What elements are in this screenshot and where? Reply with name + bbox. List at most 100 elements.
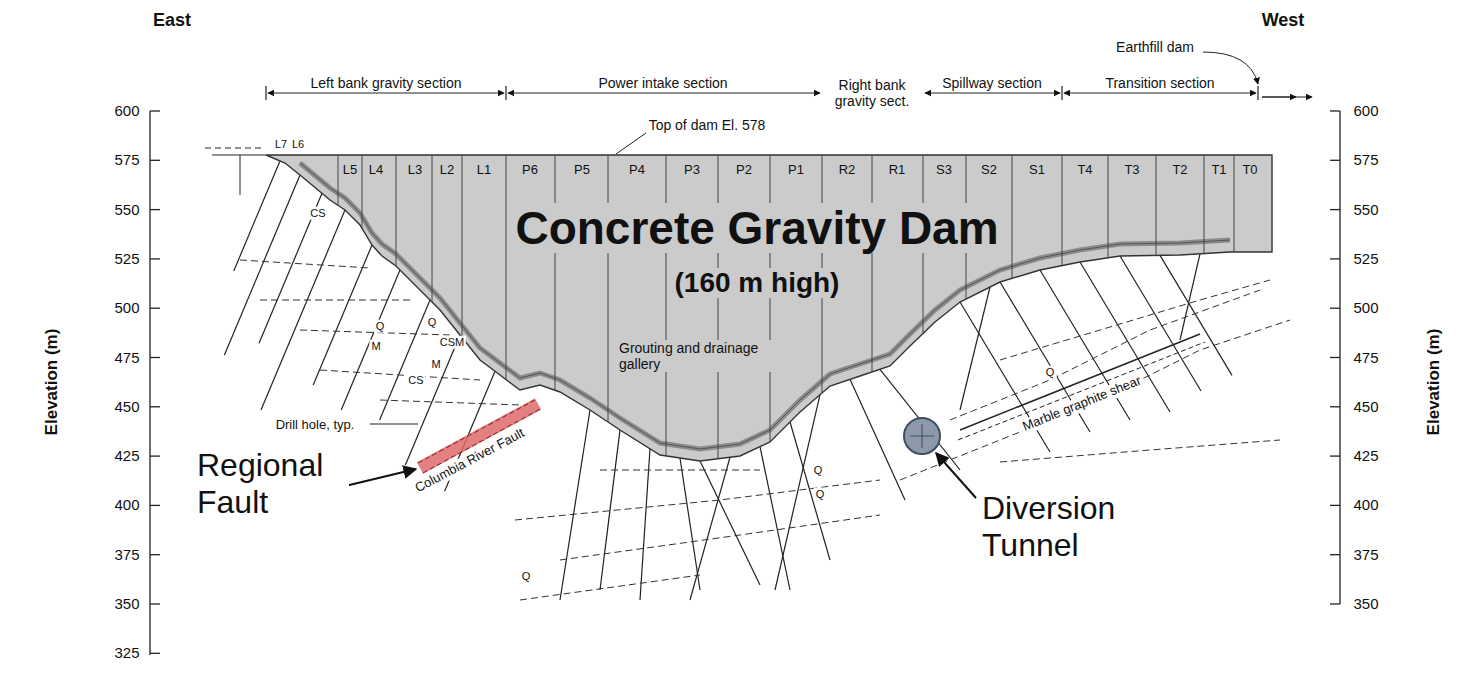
axis-value: 450 xyxy=(114,398,139,415)
axis-tick xyxy=(150,554,160,555)
drill-hole xyxy=(261,210,345,410)
drill-hole xyxy=(690,457,730,600)
axis-value: 500 xyxy=(114,300,139,317)
axis-value: 575 xyxy=(1353,152,1378,169)
monolith-joint xyxy=(506,155,507,380)
drill-hole xyxy=(850,379,905,500)
axis-tick xyxy=(1330,258,1340,259)
axis-tick xyxy=(150,455,160,456)
axis-tick xyxy=(150,357,160,358)
dimension-tick xyxy=(505,86,506,100)
monolith-joint xyxy=(666,155,667,456)
shear-label: Marble graphite shear xyxy=(1019,373,1146,436)
axis-value: 600 xyxy=(114,102,139,119)
rock-code: Q xyxy=(1044,366,1057,379)
drill-hole xyxy=(680,458,700,590)
callout-label: Drill hole, typ. xyxy=(274,418,357,433)
axis-value: 600 xyxy=(1353,102,1378,119)
rock-code: Q xyxy=(426,316,439,329)
dam-title: Concrete Gravity Dam xyxy=(511,203,1002,254)
axis-value: 375 xyxy=(114,546,139,563)
dimension-arrow xyxy=(508,93,820,94)
dimension-arrow xyxy=(1262,97,1296,98)
drill-hole xyxy=(790,422,830,560)
rock-joint xyxy=(600,470,760,471)
callout-label: Grouting and drainage gallery xyxy=(617,340,796,372)
rock-joint xyxy=(380,400,520,405)
monolith-joint xyxy=(1156,155,1157,255)
axis-tick xyxy=(1330,554,1340,555)
axis-value: 525 xyxy=(1353,250,1378,267)
rock-code: Q xyxy=(374,320,387,333)
monolith-joint xyxy=(1062,155,1063,266)
direction-label: East xyxy=(153,10,191,31)
rock-code: CS xyxy=(406,374,425,387)
monolith-number: T1 xyxy=(1211,163,1226,178)
rock-code: Q xyxy=(814,488,827,501)
monolith-number: P3 xyxy=(684,163,700,178)
monolith-joint xyxy=(770,155,771,442)
dimension-tick xyxy=(1061,86,1062,100)
monolith-number: T4 xyxy=(1077,163,1092,178)
rock-code: Q xyxy=(812,464,825,477)
rock-code: Q xyxy=(520,570,533,583)
section-label: Transition section xyxy=(1103,75,1216,91)
direction-label: West xyxy=(1262,10,1305,31)
axis-tick xyxy=(150,209,160,210)
ground-line xyxy=(212,154,266,155)
monolith-number: P5 xyxy=(574,163,590,178)
gallery-line xyxy=(300,163,1230,449)
monolith-joint xyxy=(1012,155,1013,278)
monolith-joint xyxy=(872,155,873,372)
monolith-number: L6 xyxy=(292,138,304,151)
monolith-number: T0 xyxy=(1242,163,1257,178)
axis-tick xyxy=(1330,110,1340,111)
monolith-number: P2 xyxy=(736,163,752,178)
monolith-number: S2 xyxy=(981,163,997,178)
rock-joint xyxy=(515,480,880,520)
monolith-joint xyxy=(362,155,363,228)
dam-body: Concrete Gravity Dam (160 m high) xyxy=(260,148,1280,470)
monolith-number: L1 xyxy=(477,163,491,178)
fault-label: Columbia River Fault xyxy=(411,425,529,497)
axis-tick xyxy=(1330,308,1340,309)
dam-subtitle: (160 m high) xyxy=(671,268,844,299)
monolith-number: P4 xyxy=(629,163,645,178)
monolith-number: L7 xyxy=(275,138,287,151)
shear-zone xyxy=(960,334,1200,430)
monolith-number: L2 xyxy=(440,163,454,178)
leader-line xyxy=(370,424,418,425)
drill-hole xyxy=(234,161,280,271)
axis-tick xyxy=(1330,505,1340,506)
axis-value: 400 xyxy=(114,497,139,514)
monolith-joint xyxy=(555,155,556,390)
dam-section xyxy=(266,155,1272,461)
drill-hole xyxy=(560,410,590,600)
axis-value: 425 xyxy=(1353,447,1378,464)
monolith-joint xyxy=(432,155,433,302)
leader-line xyxy=(616,133,646,154)
monolith-joint xyxy=(396,155,397,266)
axis-value: 375 xyxy=(1353,546,1378,563)
monolith-joint xyxy=(608,155,609,422)
monolith-number: P6 xyxy=(522,163,538,178)
monolith-joint xyxy=(462,155,463,338)
axis-title: Elevation (m) xyxy=(1424,329,1444,436)
axis-tick xyxy=(150,110,160,111)
axis-tick xyxy=(1330,209,1340,210)
monolith-number: T3 xyxy=(1124,163,1139,178)
monolith-number: T2 xyxy=(1172,163,1187,178)
axis-value: 475 xyxy=(1353,349,1378,366)
rock-joint xyxy=(1000,440,1280,462)
axis-value: 550 xyxy=(114,201,139,218)
rock-joint xyxy=(260,300,410,301)
tunnel-section xyxy=(904,418,940,454)
drill-hole xyxy=(341,270,400,410)
rock-joint xyxy=(520,575,700,600)
axis-value: 475 xyxy=(114,349,139,366)
monolith-number: S1 xyxy=(1029,163,1045,178)
dimension-arrow xyxy=(268,93,504,94)
axis-tick xyxy=(1330,603,1340,604)
monolith-number: L4 xyxy=(369,163,383,178)
dimension-arrow xyxy=(1064,93,1256,94)
